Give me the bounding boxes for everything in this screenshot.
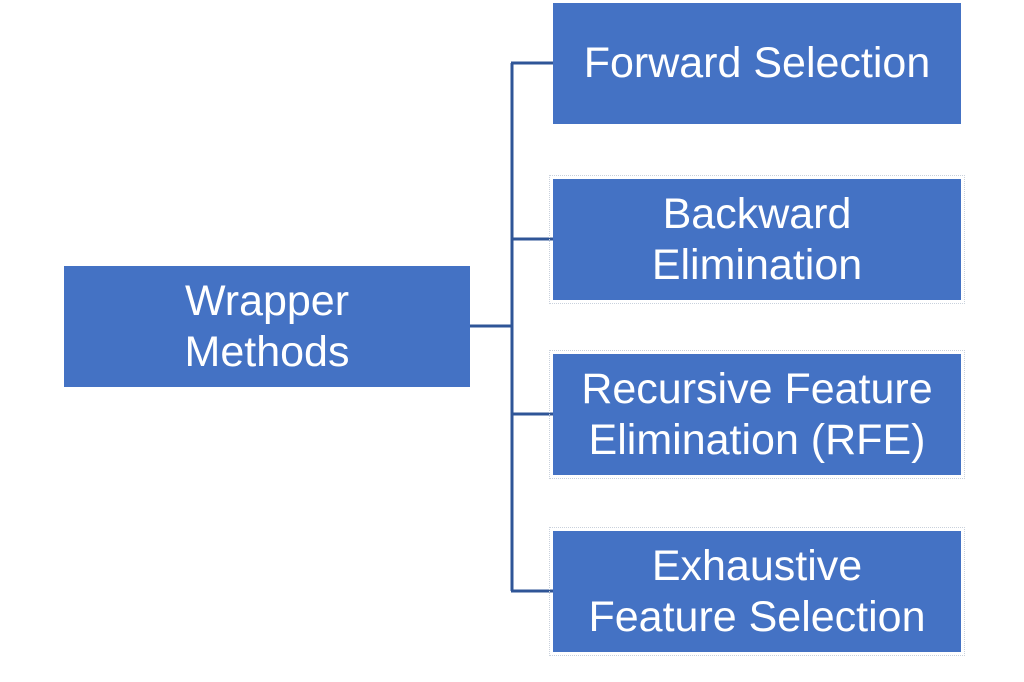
- root-node-label: Wrapper Methods: [185, 276, 350, 377]
- root-node-wrapper-methods: Wrapper Methods: [64, 266, 470, 387]
- child-node-label-line-1: Backward: [662, 189, 852, 238]
- root-node-label-line-2: Methods: [184, 327, 350, 376]
- child-node-label-line-2: Elimination: [651, 240, 863, 289]
- child-node-label-line-1: Exhaustive: [651, 541, 863, 590]
- child-node-label: Recursive Feature Elimination (RFE): [581, 364, 932, 465]
- child-node-recursive-feature-elimination: Recursive Feature Elimination (RFE): [549, 350, 965, 479]
- child-node-exhaustive-feature-selection: Exhaustive Feature Selection: [549, 527, 965, 656]
- child-node-label: Forward Selection: [583, 39, 931, 88]
- child-node-backward-elimination: Backward Elimination: [549, 175, 965, 304]
- child-node-label: Backward Elimination: [652, 189, 862, 290]
- child-node-label: Exhaustive Feature Selection: [588, 541, 925, 642]
- child-node-label-line-1: Recursive Feature: [581, 364, 933, 413]
- child-node-label-line-2: Elimination (RFE): [588, 415, 926, 464]
- root-node-label-line-1: Wrapper: [184, 276, 350, 325]
- child-node-label-line-2: Feature Selection: [588, 592, 926, 641]
- child-node-forward-selection: Forward Selection: [553, 3, 961, 124]
